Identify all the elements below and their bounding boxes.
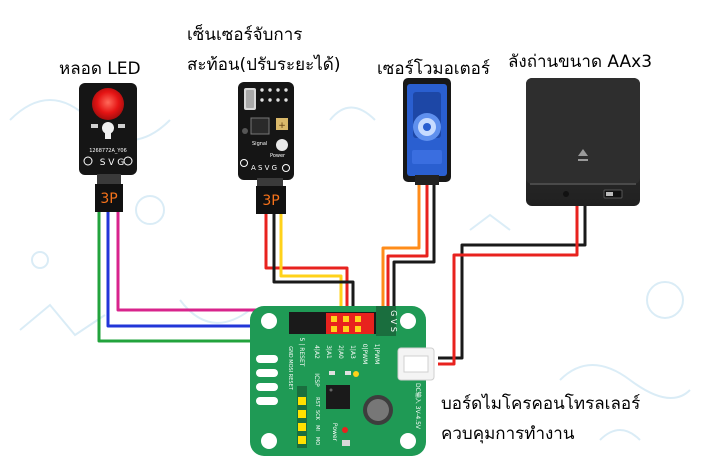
reflective-sensor-module: + Signal Power A S V G 3P xyxy=(238,82,294,214)
board-power-label: Power xyxy=(331,423,338,442)
led-module: 1268772A_Y06 S V G 3P xyxy=(79,83,137,212)
sensor-label-line2: สะท้อน(ปรับระยะได้) xyxy=(187,55,341,75)
led-module-pins: S V G xyxy=(100,158,125,168)
board-port-label-5: 1|PWM xyxy=(373,344,380,365)
led-module-id: 1268772A_Y06 xyxy=(89,148,127,154)
sensor-wire-black xyxy=(272,214,355,318)
sensor-wire-yellow xyxy=(279,214,343,318)
board-pin-mo: MO xyxy=(314,437,320,445)
led-connector xyxy=(95,184,123,212)
battery-eject-icon xyxy=(578,149,588,156)
board-label-line2: ควบคุมการทำงาน xyxy=(441,424,575,444)
led-label: หลอด LED xyxy=(59,59,141,79)
board-side-label: 5 | RESET xyxy=(298,338,305,367)
sensor-pins-label: A S V G xyxy=(251,164,277,172)
board-port-label-0: 4|A2 xyxy=(313,345,320,359)
board-pin-sck: SCK xyxy=(314,410,320,421)
board-dc-label: DC输入 3V-4.5V xyxy=(414,383,422,430)
led-wire-magenta xyxy=(116,212,332,318)
board-chip xyxy=(326,385,350,409)
sensor-connector-label: 3P xyxy=(262,193,279,209)
board-header-label: G V S xyxy=(389,310,398,332)
board-side-label-2: GND MOSI RESET xyxy=(287,346,293,391)
board-port-label-2: 2|A0 xyxy=(337,345,344,359)
battery-wire-black xyxy=(438,206,587,360)
sensor-connector xyxy=(256,186,286,214)
battery-wire-red xyxy=(438,206,579,366)
servo-motor xyxy=(403,78,451,185)
led-connector-label: 3P xyxy=(100,191,117,207)
board-pin-rst: RST xyxy=(314,397,320,408)
sensor-wire-red xyxy=(264,214,349,318)
sensor-power-label: Power xyxy=(270,153,286,159)
svg-text:+: + xyxy=(278,121,286,131)
controller-board: G V S 4|A2 3|A1 2|A0 1|A3 0|PWM 1|PWM 5 … xyxy=(250,306,435,456)
sensor-label-line1: เซ็นเซอร์จับการ xyxy=(187,25,303,45)
led-bulb xyxy=(92,88,124,120)
board-icsp-label: ICSP xyxy=(313,373,320,387)
servo-label: เซอร์โวมอเตอร์ xyxy=(377,59,490,79)
battery-label: ลังถ่านขนาด AAx3 xyxy=(508,52,653,72)
sensor-signal-label: Signal xyxy=(252,141,267,147)
board-pin-mi: MI xyxy=(314,425,320,431)
board-port-label-3: 1|A3 xyxy=(349,345,356,359)
battery-box xyxy=(526,78,640,206)
board-port-label-1: 3|A1 xyxy=(325,345,332,359)
board-label-line1: บอร์ดไมโครคอนโทรลเลอร์ xyxy=(441,394,641,414)
board-port-label-4: 0|PWM xyxy=(361,344,368,365)
